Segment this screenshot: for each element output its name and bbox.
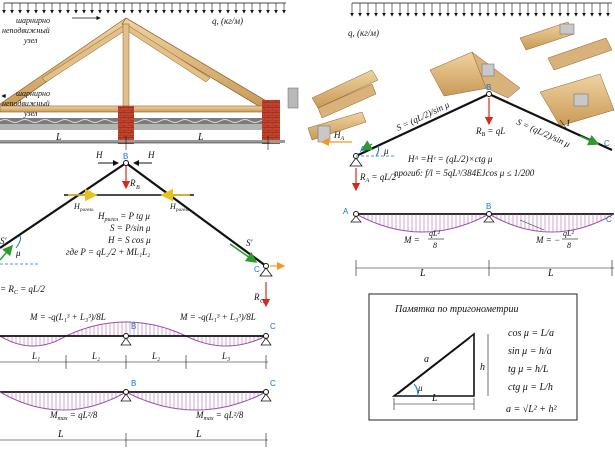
svg-text:S': S' (0, 236, 8, 246)
svg-text:A: A (343, 207, 349, 216)
svg-text:неподвижный: неподвижный (2, 99, 50, 108)
connector-illustrations (287, 21, 615, 143)
svg-text:H: H (147, 150, 155, 160)
svg-text:= RC = qL/2: = RC = qL/2 (0, 284, 45, 296)
svg-text:C: C (270, 379, 276, 388)
right-equations: Hᴬ =Hᶜ = (qL/2)×ctg μ прогиб: f/l = 5qL³… (394, 154, 535, 178)
svg-text:S = P/sin μ: S = P/sin μ (110, 223, 151, 233)
svg-text:C: C (604, 139, 610, 148)
svg-text:C: C (254, 265, 260, 274)
svg-text:шарнирно: шарнирно (16, 16, 50, 25)
svg-text:8: 8 (433, 241, 437, 250)
svg-text:узел: узел (23, 36, 38, 45)
svg-text:H: H (73, 202, 81, 211)
svg-text:H: H (169, 202, 177, 211)
moment-diagram-right: A B C M = qL² 8 M = − qL² 8 L L (343, 202, 615, 279)
svg-text:cos μ = L/a: cos μ = L/a (508, 328, 554, 339)
svg-text:L₂: L₂ (151, 351, 160, 361)
load-arrows-right (350, 2, 612, 17)
svg-text:L₃: L₃ (221, 351, 230, 361)
svg-text:qL²: qL² (563, 229, 574, 238)
moment-diagram-continuous: M = -q(L₁³ + L₃³)/8L M = -q(L₁³ + L₃³)/8… (0, 312, 276, 369)
svg-text:M = -q(L₁³ + L₃³)/8L: M = -q(L₁³ + L₃³)/8L (179, 312, 256, 322)
svg-text:a: a (424, 354, 429, 365)
svg-text:C: C (606, 215, 612, 224)
svg-text:Mmax = qL²/8: Mmax = qL²/8 (195, 410, 244, 422)
svg-text:μ: μ (383, 146, 389, 156)
svg-text:ригель: ригель (175, 208, 190, 213)
svg-text:Mmax = qL²/8: Mmax = qL²/8 (49, 410, 98, 422)
moment-curve (0, 391, 127, 411)
moment-curve (488, 213, 615, 233)
svg-text:a = √L² + h²: a = √L² + h² (506, 404, 558, 415)
svg-text:B: B (123, 152, 128, 161)
svg-text:C: C (270, 322, 276, 331)
svg-text:h: h (480, 362, 485, 373)
hinge-label-2: шарнирно неподвижный узел (1, 89, 50, 118)
svg-text:неподвижный: неподвижный (2, 26, 50, 35)
svg-text:HA: HA (333, 130, 345, 142)
load-label-left: q, (кг/м) (212, 16, 243, 26)
svg-text:прогиб: f/l = 5qL³/384EJcos μ: прогиб: f/l = 5qL³/384EJcos μ ≤ 1/200 (394, 168, 535, 178)
svg-text:B: B (131, 379, 136, 388)
svg-text:8: 8 (567, 241, 571, 250)
svg-text:H = S cos μ: H = S cos μ (107, 235, 151, 245)
svg-text:S': S' (246, 238, 254, 248)
svg-text:ригель: ригель (79, 208, 94, 213)
svg-text:L: L (419, 268, 426, 279)
svg-text:RA = qL/2: RA = qL/2 (359, 172, 397, 184)
svg-text:R: R (253, 292, 260, 302)
svg-text:B: B (486, 202, 491, 211)
dimension-top-left: L L (0, 132, 270, 150)
svg-text:L₁: L₁ (31, 351, 40, 361)
svg-text:qL²: qL² (429, 229, 440, 238)
svg-text:M = -q(L₁³ + L₃³)/8L: M = -q(L₁³ + L₃³)/8L (29, 312, 106, 322)
svg-text:B: B (136, 185, 140, 191)
svg-text:L: L (57, 429, 64, 440)
svg-text:L: L (195, 429, 202, 440)
svg-text:R: R (129, 178, 136, 188)
left-equations: Hригел = P tg μ S = P/sin μ H = S cos μ … (0, 211, 151, 296)
moment-curve (0, 335, 67, 347)
svg-text:ctg μ = L/h: ctg μ = L/h (508, 382, 553, 393)
svg-text:M =: M = (403, 235, 420, 245)
roof-truss-drawing (0, 17, 285, 144)
svg-text:Hригел = P tg μ: Hригел = P tg μ (97, 211, 150, 223)
hinge-label-1: шарнирно неподвижный узел (2, 15, 101, 45)
svg-text:H: H (95, 150, 103, 160)
svg-text:L: L (431, 393, 438, 404)
trig-memo-box: Памятка по тригонометрии μ a h L cos μ =… (368, 293, 578, 421)
svg-text:узел: узел (23, 109, 38, 118)
svg-text:L₂: L₂ (91, 351, 100, 361)
truss-scheme-left: H H B R B H ригель H ригель S' C R C μ S… (0, 150, 286, 308)
svg-text:M = −: M = − (535, 235, 560, 245)
svg-text:где P = qL₂/2 + ML₁L₂: где P = qL₂/2 + ML₁L₂ (66, 247, 150, 257)
svg-text:A: A (360, 145, 366, 154)
load-label-right: q, (кг/м) (348, 28, 379, 38)
svg-text:RB = qL: RB = qL (475, 126, 505, 138)
svg-text:Памятка по тригонометрии: Памятка по тригонометрии (394, 304, 519, 315)
svg-text:шарнирно: шарнирно (16, 89, 50, 98)
moment-curve (125, 391, 267, 411)
svg-text:Hᴬ =Hᶜ = (qL/2)×ctg μ: Hᴬ =Hᶜ = (qL/2)×ctg μ (407, 154, 493, 164)
svg-text:L: L (547, 268, 554, 279)
load-arrows-left (2, 2, 286, 14)
svg-text:μ: μ (15, 248, 21, 258)
svg-text:C: C (260, 299, 265, 305)
svg-text:B: B (486, 83, 491, 92)
svg-text:L: L (197, 132, 204, 143)
svg-text:B: B (131, 322, 136, 331)
svg-text:sin μ = h/a: sin μ = h/a (508, 346, 552, 357)
svg-text:L: L (55, 132, 62, 143)
svg-text:μ: μ (417, 383, 423, 393)
svg-text:1: 1 (566, 118, 571, 128)
moment-curve (355, 213, 490, 233)
moment-diagram-simple: B C Mmax = qL²/8 Mmax = qL²/8 L L (0, 379, 276, 447)
svg-text:tg μ = h/L: tg μ = h/L (508, 364, 549, 375)
